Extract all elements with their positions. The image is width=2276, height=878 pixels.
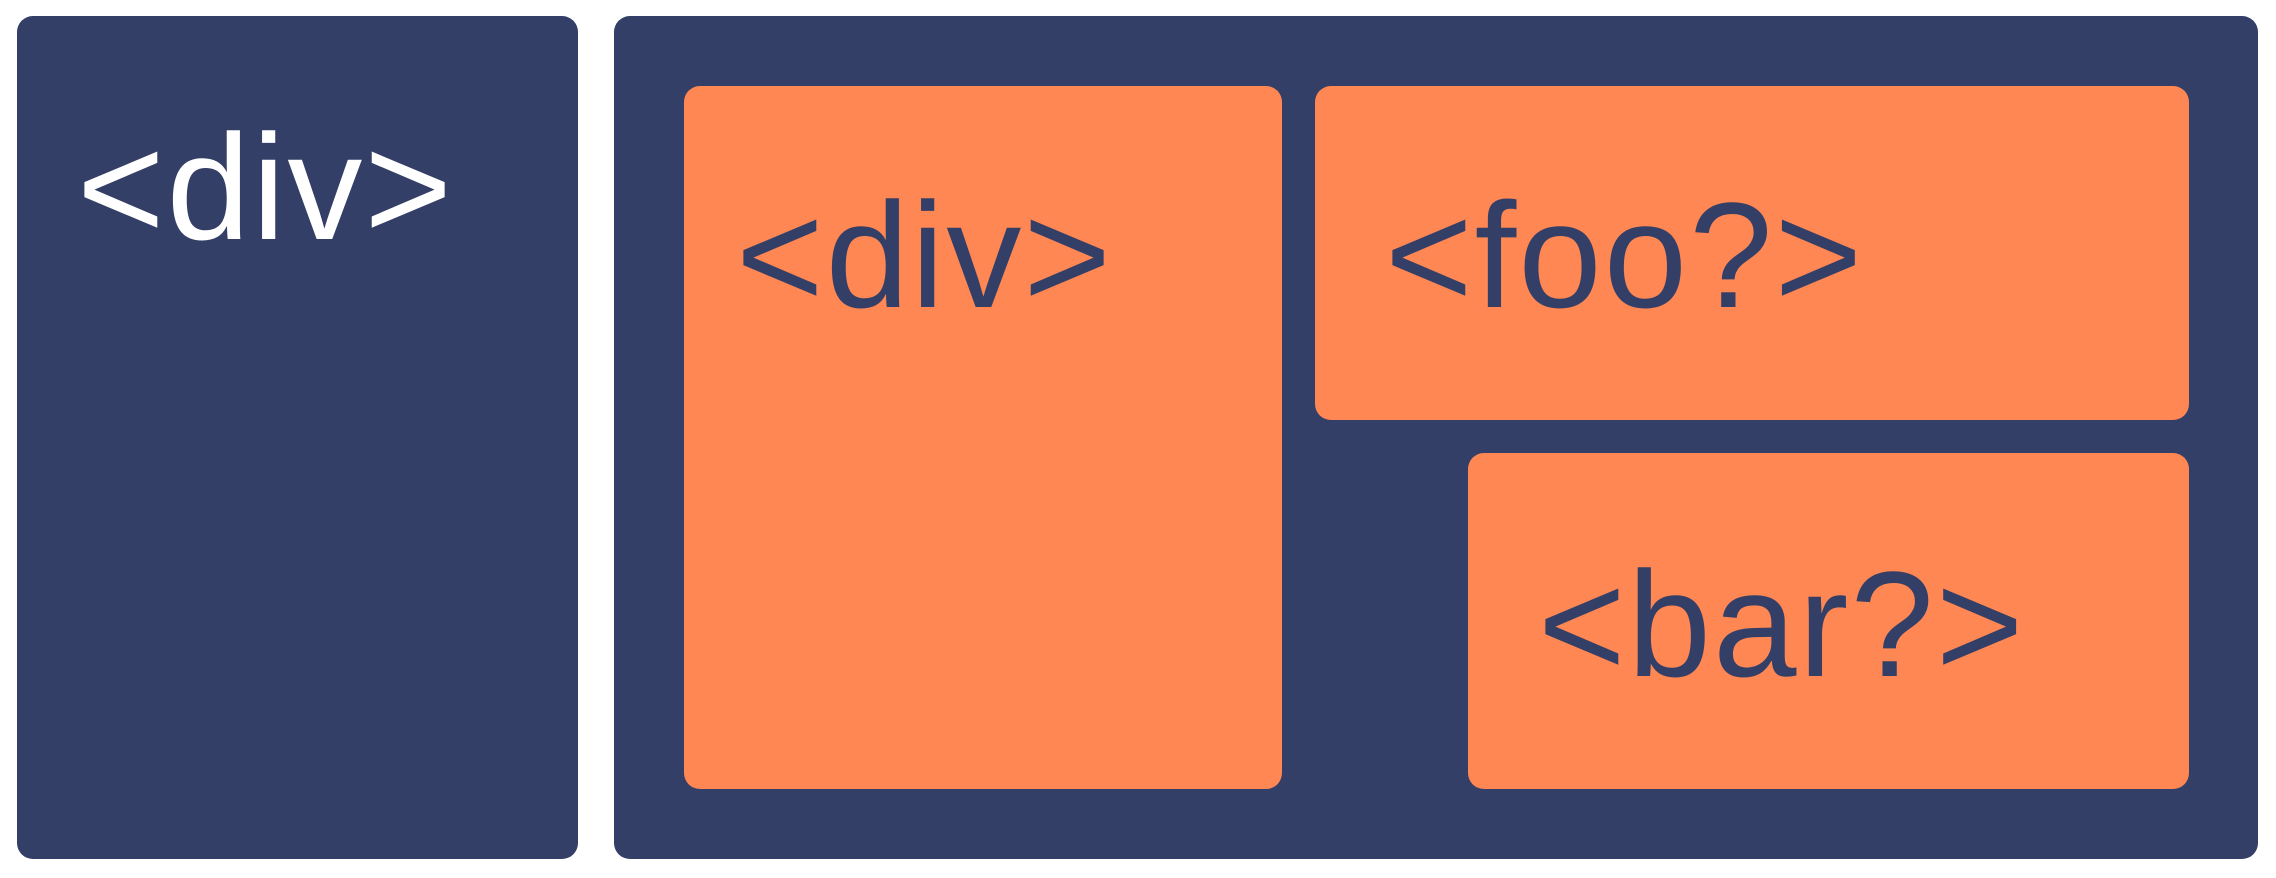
- left-div-panel: <div>: [17, 16, 578, 859]
- inner-div-label: <div>: [736, 171, 1113, 339]
- foo-box: <foo?>: [1315, 86, 2189, 420]
- left-div-label: <div>: [77, 103, 454, 271]
- inner-div-box: <div>: [684, 86, 1282, 789]
- bar-label: <bar?>: [1538, 540, 2026, 708]
- bar-box: <bar?>: [1468, 453, 2189, 789]
- foo-label: <foo?>: [1385, 171, 1865, 339]
